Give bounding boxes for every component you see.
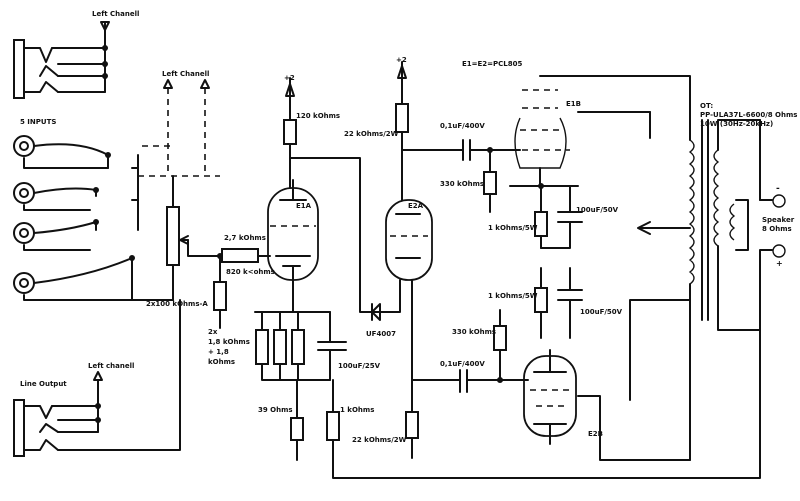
label-r-1k8-line2: 1,8 kOhms (208, 338, 250, 346)
label-plus2-a: +2 (284, 74, 295, 82)
label-c-100u25: 100uF/25V (338, 362, 381, 370)
label-r-1k8: 2x 1,8 kOhms + 1,8 kOhms (208, 328, 252, 366)
label-left-channel-bottom: Left chanell (88, 362, 134, 370)
label-e2a: E2A (408, 202, 424, 210)
label-tube-note: E1=E2=PCL805 (462, 60, 523, 68)
label-r-2k7: 2,7 kOhms (224, 234, 266, 242)
label-ot-line3: 10W (30Hz-20kHz) (700, 120, 773, 128)
top-input-jack (13, 21, 110, 99)
label-r-39: 39 Ohms (258, 406, 293, 414)
label-r-330-bot: 330 kOhms (452, 328, 496, 336)
tube-e2a (371, 199, 433, 313)
rca-input-jacks (13, 135, 139, 301)
anode-resistor-e1a (283, 77, 373, 313)
label-e1b: E1B (566, 100, 581, 108)
label-r-330-top: 330 kOhms (440, 180, 484, 188)
label-plus2-b: +2 (396, 56, 407, 64)
label-diode: UF4007 (366, 330, 396, 338)
label-c-100u50-bot: 100uF/50V (580, 308, 623, 316)
label-left-channel-top: Left Chanell (92, 10, 139, 18)
label-r-1k8-line3: + 1,8 (208, 348, 229, 356)
label-r-120k: 120 kOhms (296, 112, 340, 120)
label-left-channel-mid: Left Chanell (162, 70, 209, 78)
label-e1a: E1A (296, 202, 312, 210)
anode-resistor-e2a (395, 61, 464, 201)
diode-uf4007 (371, 279, 419, 459)
label-spk-minus: - (776, 184, 780, 194)
label-pot: 2x100 kOhms-A (146, 300, 208, 308)
label-speaker-line2: 8 Ohms (762, 225, 792, 233)
label-ot: OT: PP-ULA37L-6600/8 Ohms 10W (30Hz-20kH… (700, 102, 800, 128)
label-c-100u50-top: 100uF/50V (576, 206, 619, 214)
cathode-network-e2b (534, 267, 583, 339)
component-labels: Left Chanell Left Chanell 5 INPUTS 2x100… (20, 10, 800, 444)
grid-stopper (209, 248, 271, 329)
label-r-820k: 820 k<ohms (226, 268, 275, 276)
label-spk-plus: + (776, 259, 783, 268)
line-output-jack (13, 299, 181, 457)
label-r-1k8-line1: 2x (208, 328, 218, 336)
label-speaker: Speaker 8 Ohms (762, 216, 797, 233)
coupling-cap-top (462, 139, 521, 213)
coupling-cap-bottom (411, 309, 529, 393)
label-r-1k: 1 kOhms (340, 406, 374, 414)
output-transformer (539, 75, 761, 479)
label-ot-line2: PP-ULA37L-6600/8 Ohms (700, 111, 797, 119)
label-r-22k-bot: 22 kOhms/2W (352, 436, 407, 444)
label-c-01-bot: 0,1uF/400V (440, 360, 485, 368)
label-r-1k5w-bot: 1 kOhms/5W (488, 292, 538, 300)
label-r-1k8-line4: kOhms (208, 358, 235, 366)
label-ot-line1: OT: (700, 102, 713, 110)
label-inputs: 5 INPUTS (20, 118, 56, 126)
cathode-network-e1a (254, 289, 721, 479)
label-r-1k5w-top: 1 kOhms/5W (488, 224, 538, 232)
label-line-output: Line Output (20, 380, 67, 388)
label-e2b: E2B (588, 430, 603, 438)
cathode-network-e1b (534, 183, 583, 249)
speaker (729, 119, 786, 331)
label-speaker-line1: Speaker (762, 216, 795, 224)
volume-pot (39, 175, 211, 301)
selector-dashed-lines (138, 79, 220, 177)
label-r-22k-top: 22 kOhms/2W (344, 130, 399, 138)
label-c-01-top: 0,1uF/400V (440, 122, 485, 130)
tube-e1a (267, 179, 319, 291)
tube-e1b (509, 89, 651, 187)
tube-e2b (523, 349, 691, 461)
